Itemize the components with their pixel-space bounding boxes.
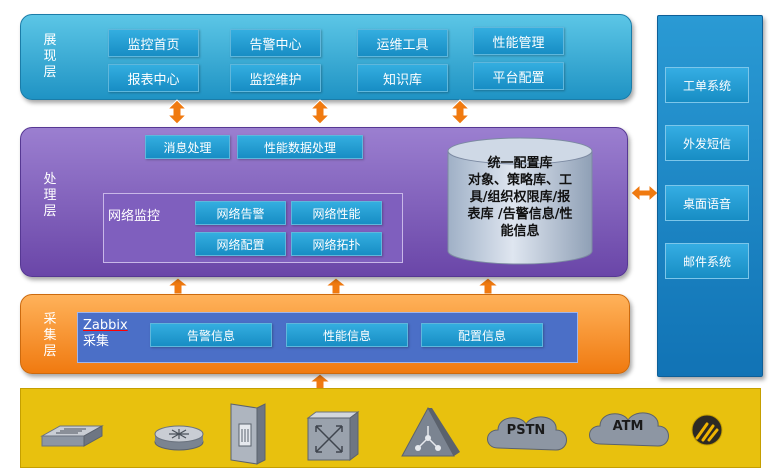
device-icons <box>40 403 723 465</box>
hub-icon <box>401 406 460 457</box>
zabbix-name: Zabbix <box>83 318 128 333</box>
module-message-processing[interactable]: 消息处理 <box>145 135 230 159</box>
db-text-line4: 表库 /告警信息/性 <box>467 207 573 222</box>
module-ops-tools[interactable]: 运维工具 <box>357 29 448 57</box>
network-monitor-title: 网络监控 <box>108 209 161 224</box>
presentation-layer-label: 展 现 层 <box>43 33 57 80</box>
collection-layer-label: 采 集 层 <box>43 312 57 359</box>
processing-layer-label: 处 理 层 <box>43 172 57 219</box>
db-text-line3: 具/组织权限库/报 <box>469 190 571 205</box>
atm-label: ATM <box>612 419 644 434</box>
crossconnect-icon <box>306 411 360 461</box>
side-double-arrow <box>630 183 659 203</box>
module-network-alarm[interactable]: 网络告警 <box>195 201 286 225</box>
module-knowledge-base[interactable]: 知识库 <box>357 64 448 92</box>
pstn-label: PSTN <box>506 423 546 438</box>
system-email[interactable]: 邮件系统 <box>665 243 749 279</box>
module-config-info[interactable]: 配置信息 <box>421 323 543 347</box>
config-database <box>447 137 593 265</box>
zabbix-source-label: Zabbix 采集 <box>83 318 128 350</box>
module-perf-data-processing[interactable]: 性能数据处理 <box>237 135 363 159</box>
signal-icon <box>691 414 723 446</box>
module-network-topology[interactable]: 网络拓扑 <box>291 232 382 256</box>
module-monitor-maintenance[interactable]: 监控维护 <box>230 64 321 92</box>
db-text-line5: 能信息 <box>500 224 540 239</box>
db-text-line2: 对象、策略库、工 <box>467 173 572 188</box>
module-network-config[interactable]: 网络配置 <box>195 232 286 256</box>
double-arrow-1 <box>167 99 187 125</box>
up-arrow-3 <box>477 277 499 295</box>
switch-icon <box>40 425 104 447</box>
pstn-cloud-icon <box>487 416 567 451</box>
up-arrow-2 <box>325 277 347 295</box>
module-platform-config[interactable]: 平台配置 <box>473 62 564 90</box>
module-performance-info[interactable]: 性能信息 <box>286 323 408 347</box>
system-sms[interactable]: 外发短信 <box>665 125 749 161</box>
module-report-center[interactable]: 报表中心 <box>108 64 199 92</box>
router-icon <box>154 425 204 451</box>
module-monitor-home[interactable]: 监控首页 <box>108 29 199 57</box>
system-desktop-voice[interactable]: 桌面语音 <box>665 185 749 221</box>
module-alarm-info[interactable]: 告警信息 <box>150 323 272 347</box>
atm-cloud-icon <box>589 412 669 447</box>
module-performance-mgmt[interactable]: 性能管理 <box>473 27 564 55</box>
db-text-line1: 统一配置库 <box>487 156 553 171</box>
zabbix-collect: 采集 <box>83 334 110 349</box>
up-arrow-1 <box>167 277 189 295</box>
double-arrow-3 <box>450 99 470 125</box>
module-network-performance[interactable]: 网络性能 <box>291 201 382 225</box>
server-icon <box>230 403 266 465</box>
system-ticketing[interactable]: 工单系统 <box>665 67 749 103</box>
module-alarm-center[interactable]: 告警中心 <box>230 29 321 57</box>
config-database-text: 统一配置库 对象、策略库、工 具/组织权限库/报 表库 /告警信息/性 能信息 <box>447 155 593 240</box>
double-arrow-2 <box>310 99 330 125</box>
